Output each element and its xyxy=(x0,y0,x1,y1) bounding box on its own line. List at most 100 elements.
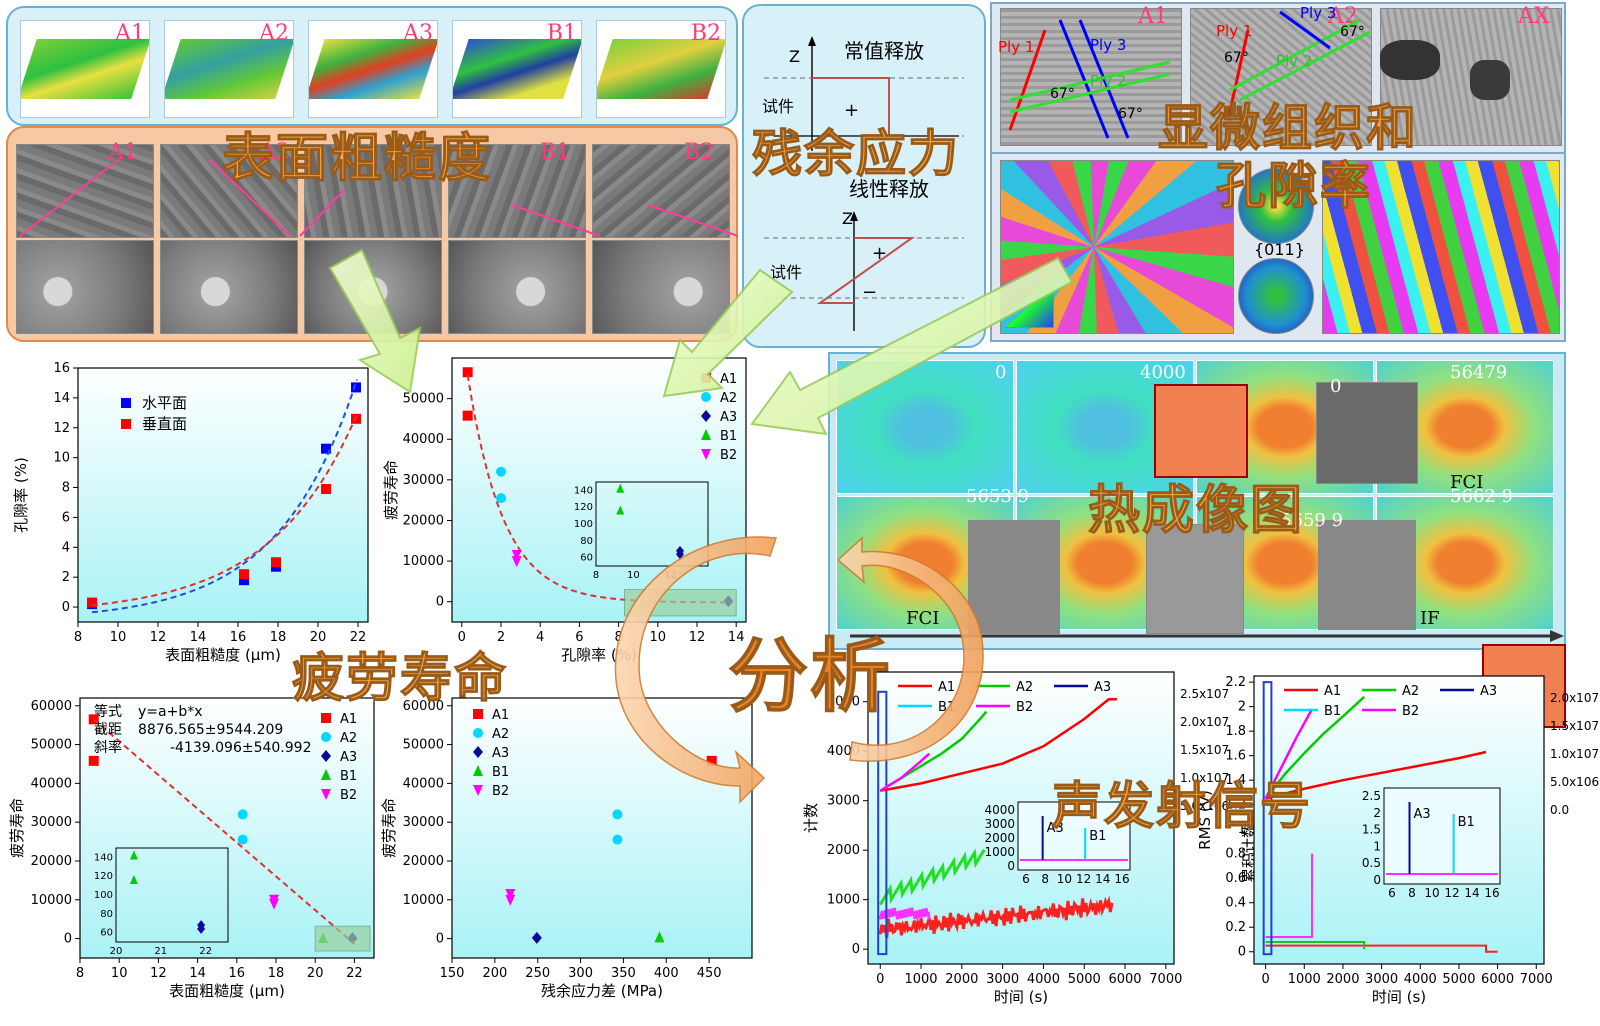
inset-x-tick-label: 21 xyxy=(154,946,167,957)
fci-label: FCI xyxy=(906,608,940,629)
legend-marker xyxy=(473,746,483,758)
y-tick-label: 20000 xyxy=(403,513,444,528)
x-tick-label: 250 xyxy=(525,966,550,981)
y-tick-label: 2.2 xyxy=(1225,675,1246,690)
thermal-sem-inset xyxy=(1318,520,1416,630)
x-tick-label: 18 xyxy=(270,630,287,645)
y-tick-label: 1000 xyxy=(827,893,860,908)
fit-line xyxy=(93,718,356,945)
x-tick-label: 6 xyxy=(575,630,583,645)
const-release-label: 常值释放 xyxy=(844,39,924,63)
x-tick-label: 8 xyxy=(74,630,82,645)
data-point xyxy=(269,898,280,910)
x-tick-label: 0 xyxy=(876,972,884,987)
x-tick-label: 0 xyxy=(458,630,466,645)
z-arrow xyxy=(850,211,858,221)
x-tick-label: 300 xyxy=(568,966,593,981)
z-label: Z xyxy=(842,209,853,228)
cumulative-line xyxy=(1265,750,1487,800)
inset-y-tick-label: 3000 xyxy=(984,817,1015,831)
const-stress-line xyxy=(812,77,890,136)
residual-stress-title: 残余应力 xyxy=(751,123,960,183)
sem-bottom-image xyxy=(592,240,730,334)
x-tick-label: 6000 xyxy=(1481,972,1514,987)
ply-label: Ply 1 xyxy=(998,38,1034,56)
data-point xyxy=(271,557,281,568)
legend-label: A3 xyxy=(720,410,737,425)
analysis-title: 分析 xyxy=(727,628,892,723)
micro-tag: A1 xyxy=(1138,4,1168,29)
x-tick-label: 0 xyxy=(1261,972,1269,987)
surface-map-thumb: B2 xyxy=(596,20,726,118)
y-tick-label: 0.8 xyxy=(1225,847,1246,862)
y-axis-label: 疲劳寿命 xyxy=(382,460,400,520)
fci-label: FCI xyxy=(1450,472,1484,493)
x-tick-label: 20 xyxy=(310,630,327,645)
y-tick-label: 10000 xyxy=(403,893,444,908)
x-axis-label: 表面粗糙度 (μm) xyxy=(169,982,285,1000)
cumulative-line xyxy=(879,752,931,792)
y-tick-label: 0.4 xyxy=(1225,896,1246,911)
data-point xyxy=(88,755,99,766)
thermal-cycle-label: 4000 xyxy=(1140,362,1186,383)
data-point xyxy=(239,569,249,580)
x-tick-label: 1000 xyxy=(1288,972,1321,987)
y-tick-label: 0.6 xyxy=(1225,871,1246,886)
legend-marker xyxy=(473,709,483,719)
fatigue-life-title: 疲劳寿命 xyxy=(291,647,509,709)
inset-frame xyxy=(115,847,229,943)
ply-2-line xyxy=(1009,72,1171,114)
plot-area xyxy=(451,357,747,623)
callout-line xyxy=(299,189,345,237)
x-tick-label: 14 xyxy=(190,630,207,645)
y-tick-label: 30000 xyxy=(403,815,444,830)
y2-tick-label: 5.0x106 xyxy=(1550,775,1599,789)
y-tick-label: 60000 xyxy=(31,699,72,714)
zoom-box xyxy=(1262,681,1273,956)
legend-label: A2 xyxy=(492,727,509,742)
legend-label: A2 xyxy=(1016,680,1033,695)
sem-top-image xyxy=(448,144,586,238)
y-tick-label: 4 xyxy=(62,540,70,555)
inset-y-tick-label: 0.5 xyxy=(1362,856,1381,870)
x-tick-label: 12 xyxy=(150,630,167,645)
y-tick-label: 2000 xyxy=(827,843,860,858)
legend-marker xyxy=(321,713,331,723)
x-tick-label: 22 xyxy=(350,630,367,645)
y-tick-label: 20000 xyxy=(31,854,72,869)
x-tick-label: 12 xyxy=(689,630,706,645)
x-tick-label: 2 xyxy=(497,630,505,645)
y-axis-label: 疲劳寿命 xyxy=(8,798,26,858)
cumulative-line xyxy=(1264,708,1314,800)
inset-y-tick-label: 4000 xyxy=(984,803,1015,817)
inset-frame xyxy=(595,481,709,567)
linear-release-diagram: Z 线性释放 试件 + − xyxy=(764,177,964,331)
x-tick-label: 350 xyxy=(611,966,636,981)
inset-y-tick-label: 80 xyxy=(100,909,113,920)
fit-stat-label: 斜率 xyxy=(94,739,122,756)
x-tick-label: 1000 xyxy=(904,972,937,987)
pore-blob xyxy=(1470,60,1510,100)
y-tick-label: 50000 xyxy=(403,738,444,753)
analysis-arrow-right xyxy=(836,536,984,762)
x-tick-label: 150 xyxy=(440,966,465,981)
arrow-residual xyxy=(662,268,794,398)
legend-label: B2 xyxy=(1016,700,1033,715)
y-axis-label: RMS (V) xyxy=(1196,790,1214,850)
acoustic-emission-title: 声发射信号 xyxy=(1051,775,1312,835)
y-tick-label: 40000 xyxy=(31,776,72,791)
data-point xyxy=(87,597,97,608)
callout-line xyxy=(511,204,601,237)
y2-tick-label: 5.0x106 xyxy=(1180,799,1229,813)
y-tick-label: 10000 xyxy=(31,893,72,908)
legend-marker xyxy=(701,429,711,440)
cumulative-line xyxy=(880,697,1117,793)
legend-marker xyxy=(321,750,331,762)
thermal-cycle-label: 56479 xyxy=(1450,362,1508,383)
ebsd-panel: {011} xyxy=(990,152,1566,342)
y-tick-label: 1.2 xyxy=(1225,798,1246,813)
